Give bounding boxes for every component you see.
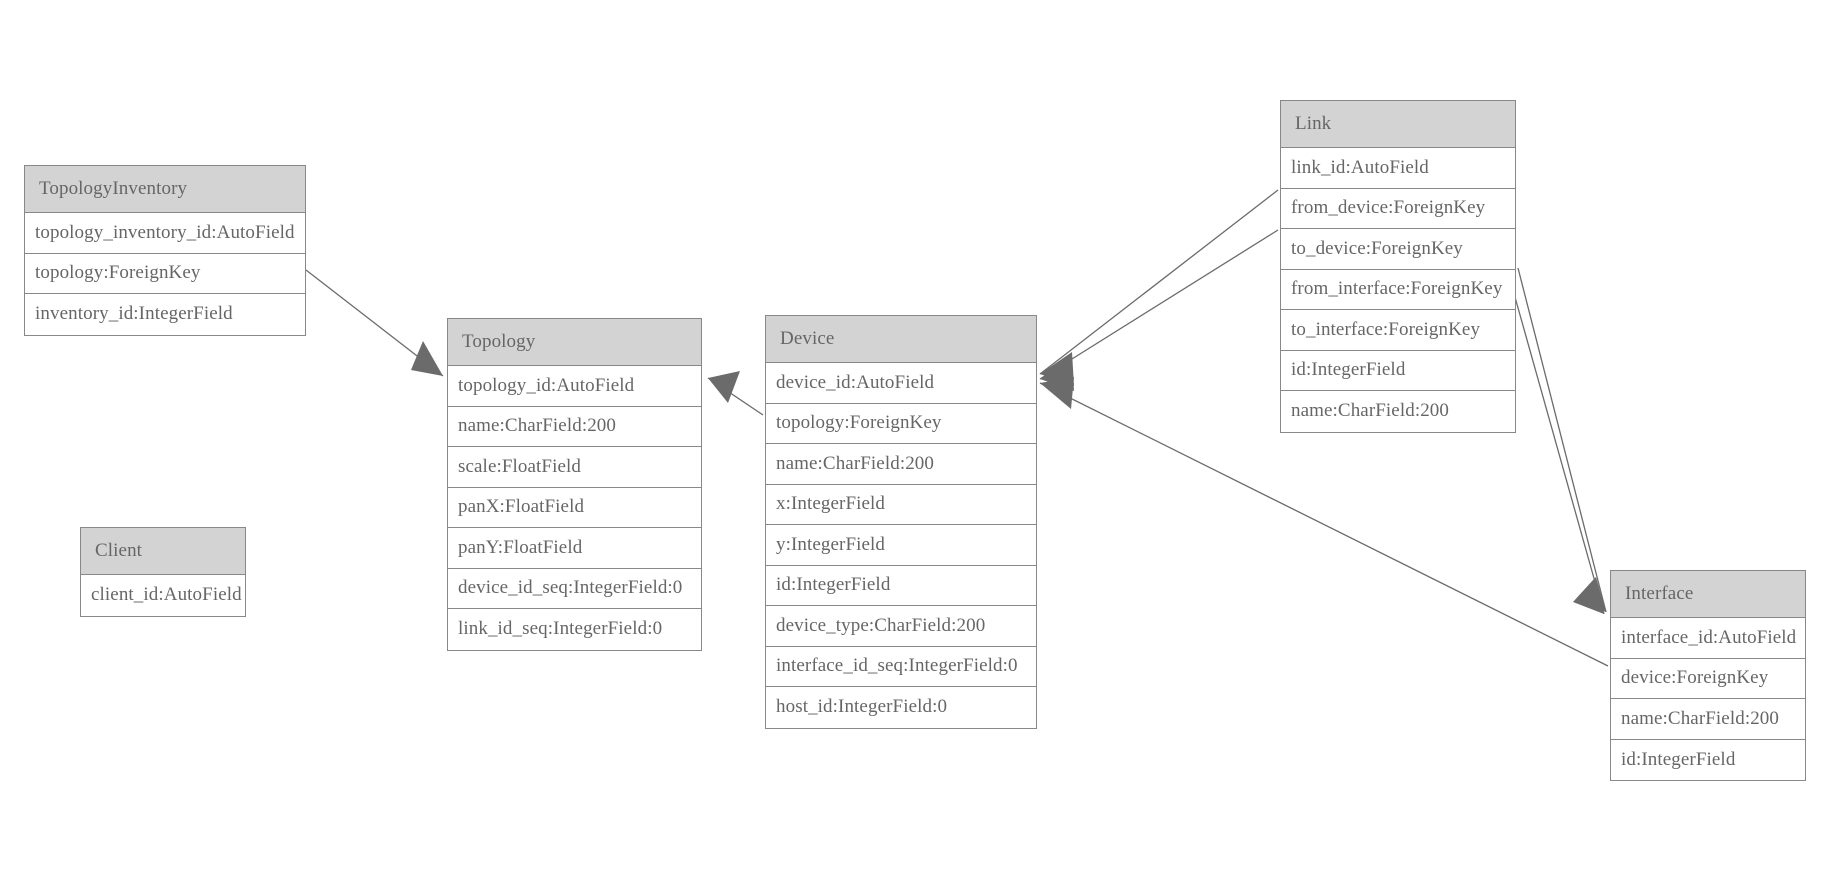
- relationship-topologyinventory-topology: [305, 269, 444, 377]
- field-row[interactable]: name:CharField:200: [448, 407, 701, 447]
- field-row[interactable]: topology:ForeignKey: [25, 254, 305, 294]
- relationship-link-to_interface: [1512, 289, 1605, 615]
- field-row[interactable]: id:IntegerField: [1281, 351, 1515, 391]
- entity-title-topology: Topology: [448, 319, 701, 366]
- relationship-arrowhead: [411, 341, 443, 376]
- field-row[interactable]: host_id:IntegerField:0: [776, 696, 948, 718]
- relationship-arrowhead: [1040, 357, 1074, 391]
- field-row[interactable]: x:IntegerField: [766, 485, 1036, 525]
- entity-title-topology_inventory: TopologyInventory: [25, 166, 305, 213]
- entity-title-interface: Interface: [1611, 571, 1805, 618]
- relationship-line: [1512, 289, 1605, 615]
- field-row[interactable]: interface_id_seq:IntegerField:0: [766, 647, 1036, 687]
- field-row[interactable]: panY:FloatField: [448, 528, 701, 569]
- field-row[interactable]: id:IntegerField: [1621, 748, 1736, 770]
- field-row[interactable]: panX:FloatField: [448, 488, 701, 528]
- entity-title-client: Client: [81, 528, 245, 575]
- field-row[interactable]: link_id_seq:IntegerField:0: [458, 618, 663, 640]
- field-row[interactable]: scale:FloatField: [448, 447, 701, 488]
- field-row[interactable]: link_id:AutoField: [1281, 148, 1515, 189]
- field-row[interactable]: device_type:CharField:200: [766, 606, 1036, 647]
- field-row[interactable]: interface_id:AutoField: [1611, 618, 1805, 659]
- field-row[interactable]: inventory_id:IntegerField: [35, 303, 233, 325]
- field-row[interactable]: device:ForeignKey: [1611, 659, 1805, 699]
- field-row[interactable]: to_interface:ForeignKey: [1281, 310, 1515, 351]
- entity-title-device: Device: [766, 316, 1036, 363]
- entity-title-link: Link: [1281, 101, 1515, 148]
- relationship-arrowhead: [708, 371, 740, 403]
- relationship-line: [305, 269, 444, 377]
- entity-client[interactable]: Client client_id:AutoField: [80, 527, 246, 617]
- field-row[interactable]: from_interface:ForeignKey: [1281, 270, 1515, 310]
- field-row[interactable]: to_device:ForeignKey: [1281, 229, 1515, 270]
- field-row[interactable]: topology:ForeignKey: [766, 404, 1036, 444]
- relationship-device-topology: [707, 371, 764, 416]
- field-row[interactable]: device_id:AutoField: [766, 363, 1036, 404]
- relationship-line: [1039, 189, 1279, 375]
- field-row[interactable]: name:CharField:200: [766, 444, 1036, 485]
- relationship-line: [707, 377, 764, 416]
- relationship-arrowhead: [1573, 579, 1604, 614]
- field-row[interactable]: name:CharField:200: [1291, 400, 1449, 422]
- field-row[interactable]: topology_inventory_id:AutoField: [25, 213, 305, 254]
- field-row[interactable]: client_id:AutoField: [91, 584, 242, 606]
- relationship-line: [1039, 229, 1279, 380]
- field-row[interactable]: device_id_seq:IntegerField:0: [448, 569, 701, 609]
- entity-fields-client: client_id:AutoField: [81, 575, 245, 616]
- relationship-link-from_device: [1039, 189, 1279, 386]
- field-row[interactable]: id:IntegerField: [766, 566, 1036, 606]
- relationship-link-to_device: [1039, 229, 1279, 391]
- field-row[interactable]: name:CharField:200: [1611, 699, 1805, 740]
- relationship-link-from_interface: [1517, 267, 1607, 613]
- relationship-arrowhead: [1040, 352, 1074, 386]
- relationship-line: [1517, 267, 1607, 613]
- relationship-arrowhead: [1575, 577, 1606, 612]
- field-row[interactable]: from_device:ForeignKey: [1281, 189, 1515, 229]
- field-row[interactable]: y:IntegerField: [766, 525, 1036, 566]
- field-row[interactable]: topology_id:AutoField: [448, 366, 701, 407]
- relationship-arrowhead: [1040, 377, 1074, 409]
